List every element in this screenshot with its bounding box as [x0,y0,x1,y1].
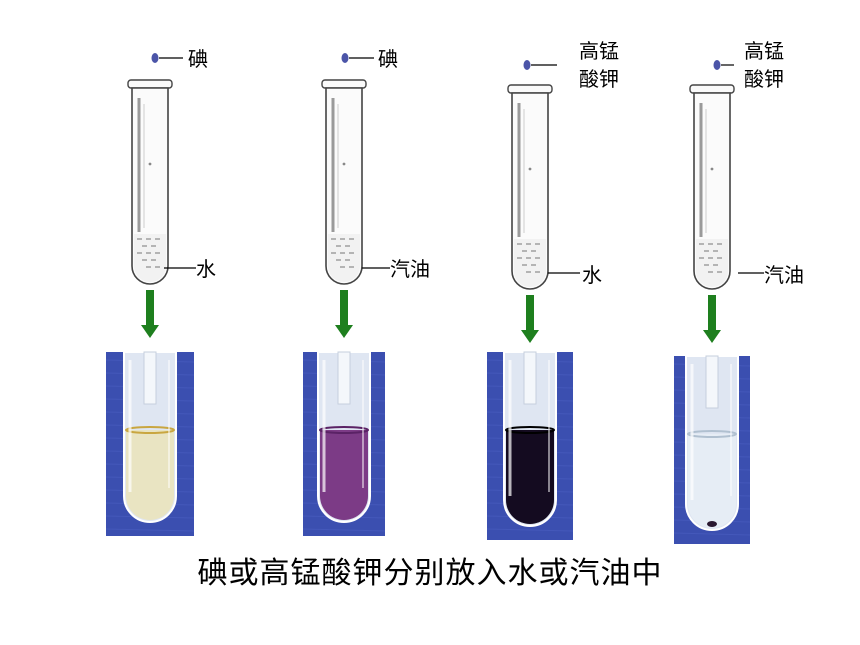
tube-rim [127,79,173,89]
photo-inner-tube [523,351,537,405]
tube-rim [689,84,735,94]
photo-meniscus [319,426,369,434]
down-arrow [703,295,721,343]
solute-label-line-1: 高锰 [744,39,784,63]
test-tube [321,79,367,285]
arrow-shaft [340,290,348,326]
result-photo [105,351,195,536]
down-arrow [521,295,539,343]
down-arrow [141,290,159,338]
experiment-1: 碘 水 [105,47,216,536]
solute-particle [713,60,734,70]
photo-inner-tube [143,351,157,405]
solvent-label: 汽油 [390,257,430,281]
photo-meniscus [505,426,555,434]
photo-inner-tube [337,351,351,405]
caption: 碘或高锰酸钾分别放入水或汽油中 [197,556,663,591]
tube-speck [342,162,346,166]
tube-rim [507,84,553,94]
arrow-head [335,325,353,338]
solvent-label: 水 [582,263,602,287]
photo-liquid [506,430,554,524]
result-photo [486,351,574,540]
photo-meniscus [687,430,737,438]
tube-rim [321,79,367,89]
photo-liquid [126,430,174,520]
arrow-shaft [526,295,534,331]
test-tube [689,84,735,290]
result-photo [302,351,386,536]
solvent-label: 汽油 [764,263,804,287]
result-photo [673,355,751,544]
down-arrow [335,290,353,338]
solute-particle [341,53,374,63]
test-tube [127,79,173,285]
experiment-4: 高锰 酸钾 汽油 [673,39,804,544]
test-tube [507,84,553,290]
arrow-head [141,325,159,338]
tube-liquid [696,239,728,287]
solute-particle [523,60,557,70]
solute-label-line-1: 高锰 [579,39,619,63]
solute-label-line-2: 酸钾 [744,67,784,91]
tube-liquid [514,239,546,287]
solute-label: 碘 [378,47,398,71]
solute-label-line-2: 酸钾 [579,67,619,91]
undissolved-crystals [707,521,717,527]
photo-inner-tube [705,355,719,409]
experiment-2: 碘 汽油 [302,47,430,536]
solute-particle [151,53,183,63]
solvent-label: 水 [196,257,216,281]
photo-meniscus [125,426,175,434]
photo-liquid [688,434,736,528]
photo-liquid [320,430,368,520]
solute-label: 碘 [188,47,208,71]
arrow-head [521,330,539,343]
arrow-shaft [146,290,154,326]
tube-speck [148,162,152,166]
arrow-shaft [708,295,716,331]
tube-liquid [328,234,360,282]
tube-speck [710,167,714,171]
tube-liquid [134,234,166,282]
arrow-head [703,330,721,343]
experiment-3: 高锰 酸钾 水 [486,39,619,540]
tube-speck [528,167,532,171]
